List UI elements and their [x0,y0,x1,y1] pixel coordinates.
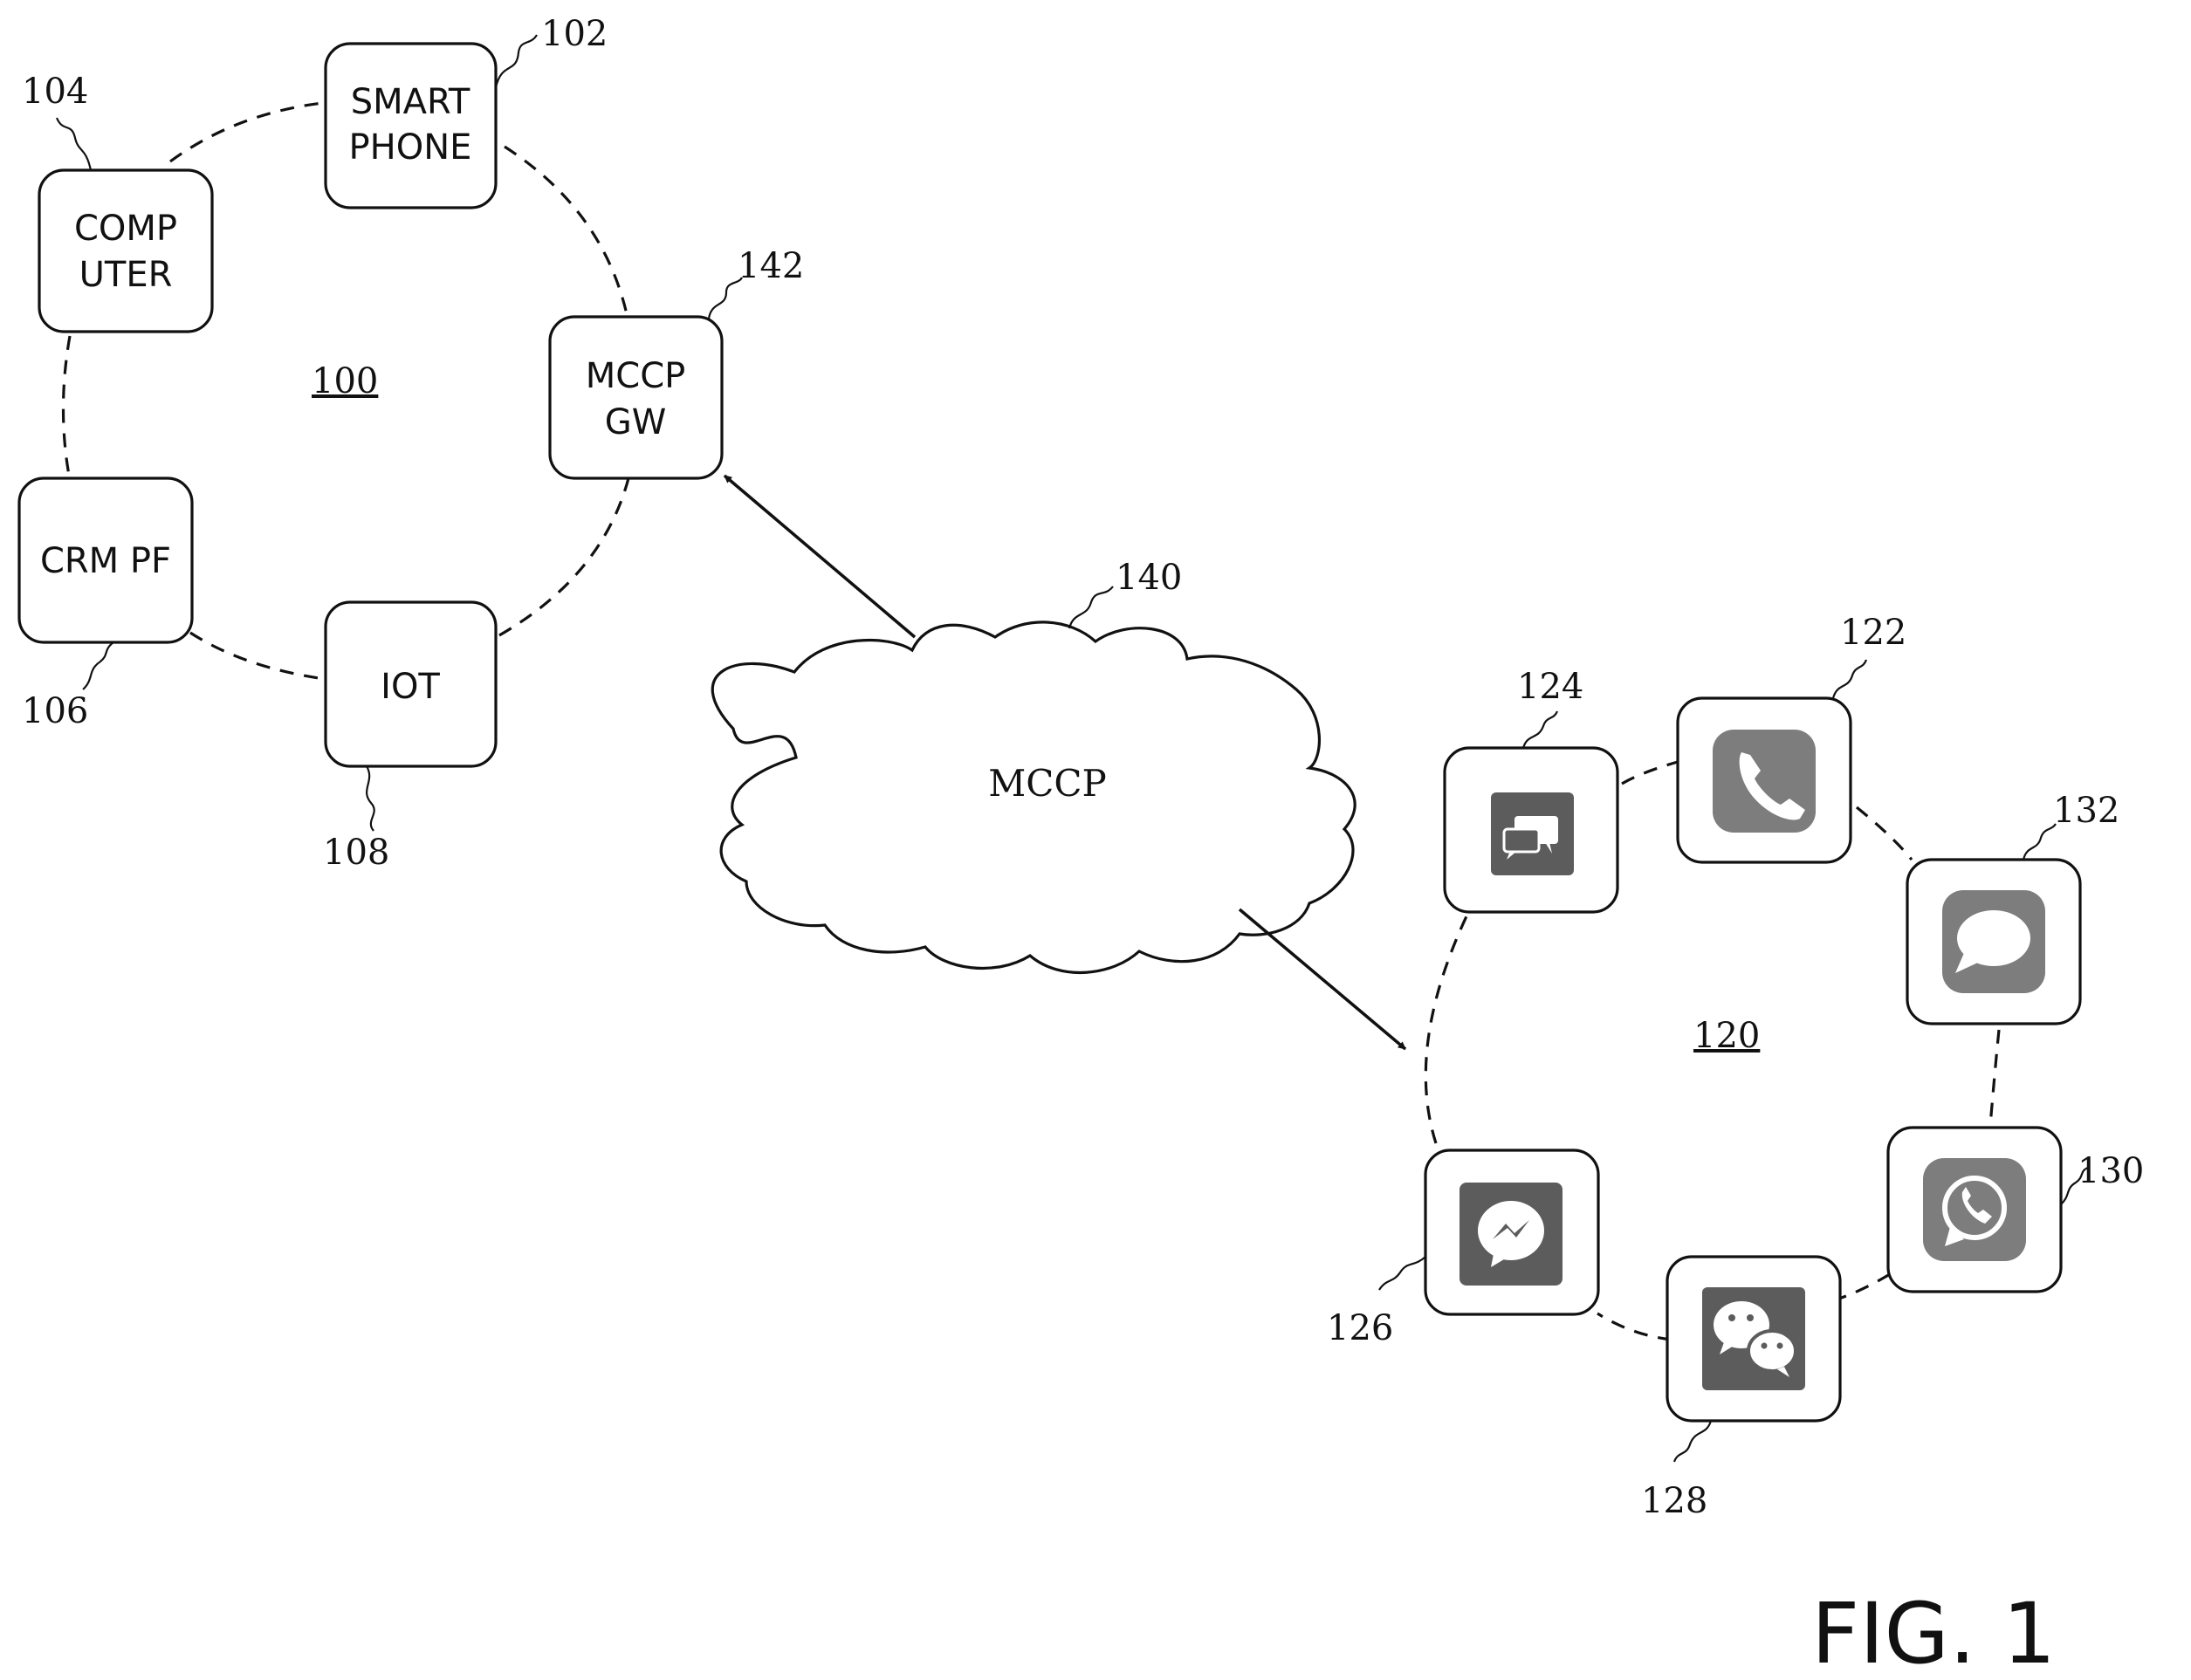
ref-numeral-messenger: 126 [1327,1308,1393,1348]
node-label-line: MCCP [586,356,686,396]
app-node-whatsapp [1888,1128,2061,1292]
leader-line [57,118,91,170]
cluster-100-ref: 100 [312,361,378,401]
node-computer: COMP UTER [39,170,212,332]
chat-bubbles-icon [1491,792,1574,875]
wechat-icon [1702,1287,1805,1390]
dashed-link-whatsapp-wechat [1839,1274,1890,1299]
node-label-line: GW [605,402,667,442]
node-label-line: UTER [79,255,173,295]
dashed-link-computer-smartphone [170,103,323,161]
ref-numeral-phone: 122 [1840,613,1906,653]
cluster-120: 124 122 132 130 128 126 120 [1327,613,2144,1521]
ref-numeral-cloud: 140 [1116,558,1182,598]
app-node-phone [1678,698,1851,862]
node-label-line: PHONE [349,127,472,168]
leader-line [496,35,537,87]
ref-numeral-smartphone: 102 [541,14,608,54]
leader-line [1379,1257,1425,1290]
dashed-link-chat-phone [1622,762,1678,784]
ref-numeral-wechat: 128 [1641,1481,1707,1521]
leader-line [1833,660,1866,698]
leader-line [1523,711,1557,748]
ref-numeral-whatsapp: 130 [2078,1151,2144,1191]
node-label-line: COMP [74,209,177,249]
dashed-link-wechat-messenger [1597,1313,1672,1340]
leader-line [1674,1421,1711,1462]
leader-line [2023,824,2056,860]
dashed-link-crm-iot [190,633,325,679]
messenger-icon [1460,1183,1563,1286]
phone-icon [1713,730,1816,833]
node-label-line: CRM PF [40,541,171,581]
app-node-messenger [1425,1150,1598,1314]
cluster-120-ref: 120 [1693,1016,1760,1056]
ref-numeral-chat: 124 [1517,667,1583,707]
dashed-link-imessage-whatsapp [1990,1030,1999,1126]
leader-line [367,766,374,831]
cloud-mccp: MCCP 140 [712,558,1355,972]
arrow-cloud-to-gateway [725,476,915,637]
dashed-link-iot-gateway [499,478,628,635]
leader-line [1069,586,1113,628]
ref-numeral-crm: 106 [22,691,88,731]
dashed-link-smartphone-gateway [505,147,627,314]
whatsapp-icon [1923,1158,2026,1261]
dashed-link-phone-imessage [1857,807,1912,860]
ref-numeral-gateway: 142 [738,246,804,286]
ref-numeral-computer: 104 [22,72,88,112]
dashed-link-computer-crm [64,336,71,480]
node-crm-pf: CRM PF [19,478,192,642]
node-smartphone: SMART PHONE [326,44,496,208]
app-node-chat [1445,748,1617,912]
dashed-link-messenger-chat [1425,916,1466,1143]
node-label-line: IOT [381,667,440,707]
ref-numeral-imessage: 132 [2053,791,2119,831]
node-iot: IOT [326,602,496,766]
message-bubble-icon [1942,890,2045,993]
leader-line [83,642,113,689]
ref-numeral-iot: 108 [323,833,389,873]
figure-label: FIG. 1 [1811,1585,2056,1680]
arrow-cloud-to-cluster-120 [1240,909,1405,1049]
cloud-label: MCCP [988,762,1107,805]
node-label-line: SMART [351,82,470,122]
app-node-imessage [1907,860,2080,1024]
app-node-wechat [1667,1257,1840,1421]
cluster-100: SMART PHONE COMP UTER CRM PF IOT MCCP GW… [19,14,804,873]
node-mccp-gw: MCCP GW [550,317,722,478]
